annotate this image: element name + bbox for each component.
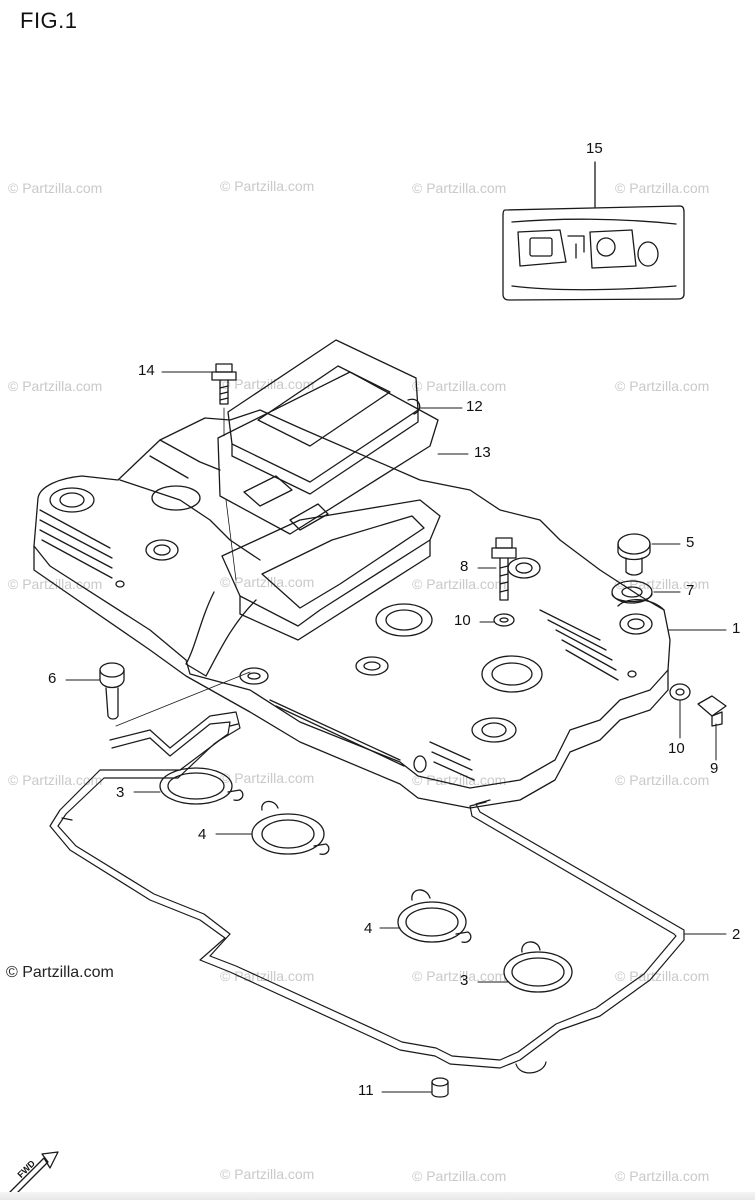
watermark: © Partzilla.com — [8, 180, 103, 196]
head-cover-1 — [33, 409, 671, 809]
washer-10a — [493, 613, 515, 627]
callout-10[interactable]: 10 — [454, 612, 471, 629]
callout-3[interactable]: 3 — [116, 784, 125, 801]
grommet-6 — [99, 662, 251, 727]
figure-title: FIG.1 — [20, 8, 78, 33]
callout-8[interactable]: 8 — [460, 558, 469, 575]
callout-2[interactable]: 2 — [732, 926, 741, 943]
callout-5[interactable]: 5 — [686, 534, 695, 551]
callout-4[interactable]: 4 — [198, 826, 207, 843]
watermark: © Partzilla.com — [220, 376, 315, 392]
watermark: © Partzilla.com — [220, 178, 315, 194]
callout-3[interactable]: 3 — [460, 972, 469, 989]
watermark: © Partzilla.com — [412, 772, 507, 788]
washer-10b — [669, 683, 691, 701]
watermark: © Partzilla.com — [220, 1166, 315, 1182]
watermark: © Partzilla.com — [615, 968, 710, 984]
breather-cover-12 — [227, 339, 421, 495]
breather-gasket-13 — [217, 371, 439, 535]
watermark: © Partzilla.com — [412, 378, 507, 394]
watermark: © Partzilla.com — [615, 180, 710, 196]
washer-7 — [611, 580, 653, 604]
callout-9[interactable]: 9 — [710, 760, 719, 777]
watermark: © Partzilla.com — [8, 772, 103, 788]
watermark: © Partzilla.com — [220, 574, 315, 590]
callout-15[interactable]: 15 — [586, 140, 603, 157]
bolt-8 — [491, 537, 517, 601]
cover-gasket-2 — [49, 711, 685, 1074]
plug-seal-4a — [251, 800, 330, 855]
gasket-set-15 — [502, 161, 685, 301]
watermark: © Partzilla.com — [412, 1168, 507, 1184]
watermark: © Partzilla.com — [412, 968, 507, 984]
callout-1[interactable]: 1 — [732, 620, 741, 637]
fwd-arrow-icon — [9, 1151, 59, 1197]
watermark: © Partzilla.com — [220, 968, 315, 984]
bottom-strip — [0, 1192, 755, 1200]
callout-6[interactable]: 6 — [48, 670, 57, 687]
watermark: © Partzilla.com — [615, 1168, 710, 1184]
bolt-9 — [697, 695, 727, 727]
callout-11[interactable]: 11 — [358, 1082, 374, 1099]
callout-13[interactable]: 13 — [474, 444, 491, 461]
dowel-11 — [431, 1077, 449, 1098]
plug-seal-4b — [397, 889, 472, 943]
callout-12[interactable]: 12 — [466, 398, 483, 415]
watermark: © Partzilla.com — [412, 576, 507, 592]
bolt-14 — [211, 363, 237, 581]
watermark: © Partzilla.com — [412, 180, 507, 196]
callout-10[interactable]: 10 — [668, 740, 685, 757]
plug-seal-3a — [159, 767, 244, 805]
callout-14[interactable]: 14 — [138, 362, 155, 379]
watermark: © Partzilla.com — [615, 772, 710, 788]
watermark: © Partzilla.com — [8, 378, 103, 394]
watermark: © Partzilla.com — [615, 378, 710, 394]
watermark: © Partzilla.com — [220, 770, 315, 786]
watermark-main: © Partzilla.com — [6, 964, 114, 981]
grommet-5 — [617, 533, 651, 576]
callout-4[interactable]: 4 — [364, 920, 373, 937]
callout-7[interactable]: 7 — [686, 582, 695, 599]
plug-seal-3b — [503, 941, 573, 993]
